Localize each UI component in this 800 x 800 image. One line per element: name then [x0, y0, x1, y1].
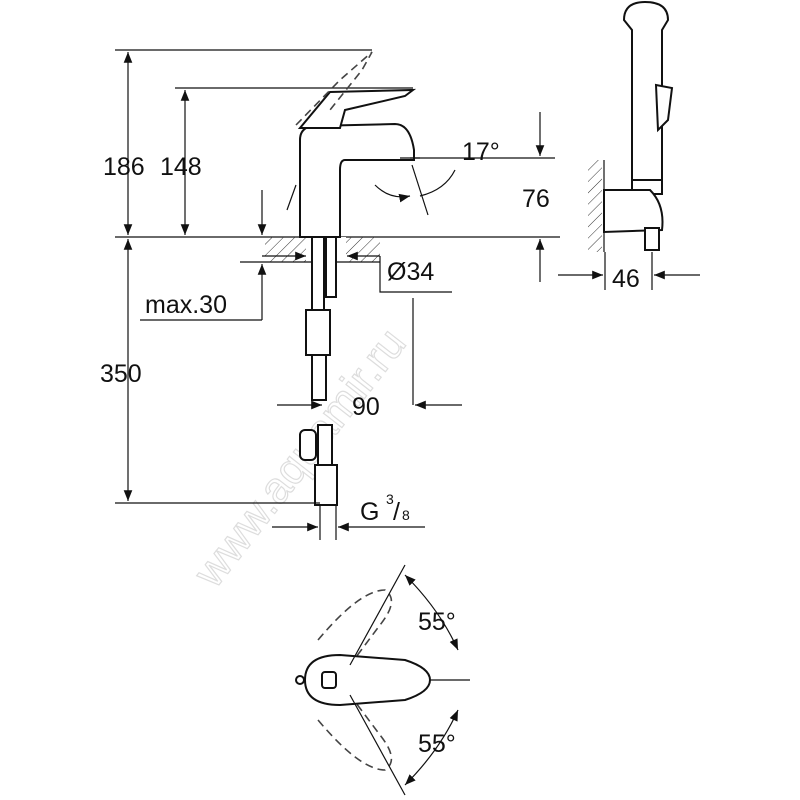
supply-hoses: [299, 236, 338, 506]
dim-diameter-34: Ø34: [387, 258, 434, 286]
dim-thread-numerator: 3: [386, 491, 394, 507]
dim-76: 76: [522, 185, 550, 213]
dim-thread-denominator: 8: [402, 507, 410, 523]
hand-shower: [588, 0, 674, 252]
dim-148: 148: [160, 153, 202, 181]
dim-186: 186: [103, 153, 145, 181]
dim-46: 46: [612, 265, 640, 293]
dim-90: 90: [352, 393, 380, 421]
dim-17-degree: 17°: [462, 138, 500, 166]
angle-55-top: 55°: [418, 608, 456, 636]
top-view-handle: [295, 564, 470, 796]
dim-350: 350: [100, 360, 142, 388]
faucet-body: [286, 51, 456, 238]
dim-max-30: max.30: [145, 291, 227, 319]
watermark: www.aquamir.ru: [184, 319, 416, 597]
dim-thread-g: G: [360, 498, 379, 526]
angle-55-bottom: 55°: [418, 730, 456, 758]
fraction-slash: /: [393, 498, 400, 526]
